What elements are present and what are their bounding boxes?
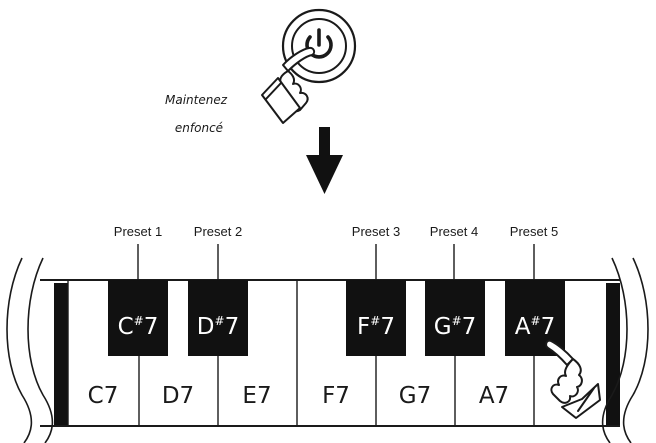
white-key-label-g7: G7 xyxy=(399,383,431,409)
black-key-label-3: F#7 xyxy=(357,314,395,340)
instruction-line-2: enfoncé xyxy=(175,121,223,135)
black-key-c-sharp-7 xyxy=(108,280,168,356)
power-button xyxy=(281,8,357,84)
left-break-lines xyxy=(6,257,54,443)
preset-label-5: Preset 5 xyxy=(510,224,558,239)
black-key-label-2: D#7 xyxy=(197,314,239,340)
key-pressing-hand-icon xyxy=(545,339,601,419)
down-arrow-icon xyxy=(306,127,343,194)
black-key-d-sharp-7 xyxy=(188,280,248,356)
power-icon xyxy=(305,28,333,59)
instruction-line-1: Maintenez xyxy=(165,93,228,107)
pointing-hand-icon xyxy=(261,46,316,124)
black-key-label-4: G#7 xyxy=(434,314,477,340)
right-end-block xyxy=(606,283,620,425)
white-key-label-e7: E7 xyxy=(242,383,271,409)
white-key-label-d7: D7 xyxy=(162,383,194,409)
black-key-g-sharp-7 xyxy=(425,280,485,356)
preset-label-4: Preset 4 xyxy=(430,224,478,239)
preset-leader-lines xyxy=(137,244,535,280)
left-end-block xyxy=(54,283,68,425)
right-break-lines xyxy=(601,257,649,443)
preset-label-2: Preset 2 xyxy=(194,224,242,239)
black-key-label-5: A#7 xyxy=(515,314,555,340)
white-key-label-c7: C7 xyxy=(88,383,119,409)
black-key-f-sharp-7 xyxy=(346,280,406,356)
preset-label-1: Preset 1 xyxy=(114,224,162,239)
black-key-label-1: C#7 xyxy=(118,314,159,340)
white-key-label-f7: F7 xyxy=(322,383,350,409)
keyboard: C#7 D#7 F#7 G#7 A#7 C7 D7 E7 F7 G7 A7 xyxy=(40,279,620,427)
white-key-label-a7: A7 xyxy=(479,383,509,409)
preset-label-3: Preset 3 xyxy=(352,224,400,239)
